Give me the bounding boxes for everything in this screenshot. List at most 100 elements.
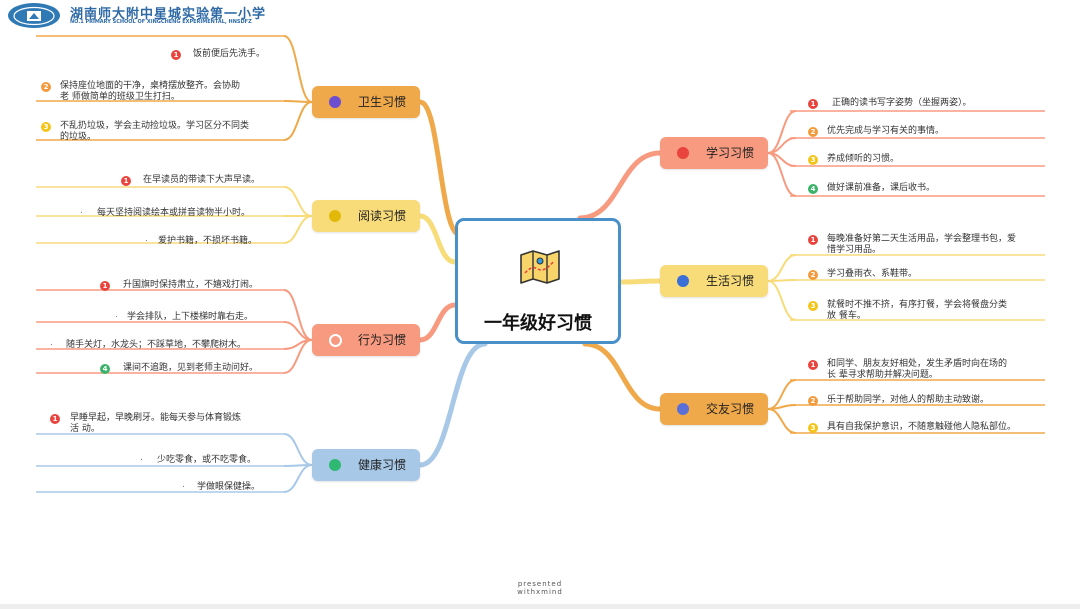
leaf-item-4-0[interactable]: 正确的读书写字姿势（坐握两姿）。 (832, 98, 972, 109)
branch-node-6[interactable]: 交友习惯 (660, 393, 768, 425)
branch-node-2[interactable]: 行为习惯 (312, 324, 420, 356)
branch-dot-icon (677, 403, 689, 415)
bullet-mark: . (115, 310, 118, 320)
leaf-connector-0-2 (283, 101, 313, 141)
school-emblem-icon (13, 6, 55, 25)
priority-badge: 1 (808, 235, 818, 245)
leaf-item-5-2[interactable]: 就餐时不推不挤，有序打餐，学会将餐盘分类放 餐车。 (827, 300, 1007, 322)
leaf-item-line: 乐于帮助同学，对他人的帮助主动致谢。 (827, 395, 990, 405)
leaf-item-0-0[interactable]: 饭前便后先洗手。 (193, 49, 265, 60)
central-topic[interactable]: 一年级好习惯 (455, 218, 621, 344)
branch-node-3[interactable]: 健康习惯 (312, 449, 420, 481)
leaf-connector-0-0 (283, 35, 313, 103)
footer-line-2: withxmind (517, 588, 563, 596)
leaf-item-2-1[interactable]: 学会排队，上下楼梯时靠右走。 (127, 312, 253, 323)
branch-label: 学习习惯 (706, 146, 755, 160)
connector-4 (577, 150, 663, 221)
leaf-item-1-1[interactable]: 每天坚持阅读绘本或拼音读物半小时。 (97, 208, 250, 219)
connector-2 (417, 302, 458, 343)
leaf-item-line: 随手关灯，水龙头；不踩草地，不攀爬树木。 (66, 340, 247, 350)
leaf-item-line: 保持座位地面的干净，桌椅摆放整齐。会协助 (60, 81, 241, 91)
priority-badge: 4 (100, 364, 110, 374)
leaf-item-line: 惜学习用品。 (827, 245, 882, 255)
central-topic-title: 一年级好习惯 (484, 313, 592, 334)
leaf-item-5-0[interactable]: 每晚准备好第二天生活用品，学会整理书包，爱惜学习用品。 (827, 234, 1016, 256)
branch-label: 行为习惯 (358, 333, 407, 347)
leaf-item-line: 早睡早起，早晚刷牙。能每天参与体育锻炼 (70, 413, 242, 423)
leaf-item-4-1[interactable]: 优先完成与学习有关的事情。 (827, 126, 944, 137)
leaf-item-line: 学习叠雨衣、系鞋带。 (827, 269, 918, 279)
leaf-item-line: 升国旗时保持肃立，不嬉戏打闹。 (123, 280, 259, 290)
branch-node-1[interactable]: 阅读习惯 (312, 200, 420, 232)
branch-label: 健康习惯 (358, 458, 407, 472)
branch-node-4[interactable]: 学习习惯 (660, 137, 768, 169)
leaf-item-6-0[interactable]: 和同学、朋友友好相处，发生矛盾时向在场的长 辈寻求帮助并解决问题。 (827, 359, 1007, 381)
bullet-mark: . (145, 234, 148, 244)
connector-1 (417, 213, 458, 265)
leaf-item-line: 做好课前准备，课后收书。 (827, 183, 936, 193)
priority-badge: 3 (41, 122, 51, 132)
leaf-item-1-2[interactable]: 爱护书籍，不损坏书籍。 (158, 236, 257, 247)
leaf-connector-5-0 (767, 254, 797, 282)
leaf-connector-4-3 (767, 152, 797, 197)
leaf-item-line: 少吃零食，或不吃零食。 (157, 455, 257, 465)
leaf-item-6-1[interactable]: 乐于帮助同学，对他人的帮助主动致谢。 (827, 395, 989, 406)
leaf-connector-3-0 (283, 433, 313, 466)
connector-6 (582, 341, 663, 412)
branch-label: 卫生习惯 (358, 95, 407, 109)
school-name-cn: 湖南师大附中星城实验第一小学 (70, 7, 267, 22)
leaf-item-0-1[interactable]: 保持座位地面的干净，桌椅摆放整齐。会协助老 师做简单的班级卫生打扫。 (60, 81, 240, 103)
bullet-mark: . (50, 338, 53, 348)
map-icon (518, 249, 562, 289)
priority-badge: 3 (808, 301, 818, 311)
leaf-item-line: 学会排队，上下楼梯时靠右走。 (127, 312, 254, 322)
priority-badge: 2 (808, 270, 818, 280)
branch-dot-icon (677, 275, 689, 287)
leaf-item-line: 每晚准备好第二天生活用品，学会整理书包，爱 (827, 234, 1017, 244)
priority-badge: 3 (808, 155, 818, 165)
leaf-item-2-2[interactable]: 随手关灯，水龙头；不踩草地，不攀爬树木。 (66, 340, 246, 351)
branch-dot-icon (329, 96, 341, 108)
school-name-en: NO.1 PRIMARY SCHOOL OF XINGCHENG EXPERIM… (70, 19, 252, 25)
branch-node-5[interactable]: 生活习惯 (660, 265, 768, 297)
connector-3 (417, 341, 488, 468)
priority-badge: 2 (808, 127, 818, 137)
connector-5 (618, 278, 663, 285)
school-logo (8, 3, 60, 28)
leaf-item-2-0[interactable]: 升国旗时保持肃立，不嬉戏打闹。 (123, 280, 258, 291)
leaf-item-line: 学做眼保健操。 (197, 482, 261, 492)
leaf-item-4-3[interactable]: 做好课前准备，课后收书。 (827, 183, 935, 194)
leaf-item-line: 优先完成与学习有关的事情。 (827, 126, 945, 136)
branch-dot-icon (329, 334, 342, 347)
bullet-mark: . (80, 206, 83, 216)
leaf-item-0-2[interactable]: 不乱扔垃圾，学会主动捡垃圾。学习区分不同类的垃圾。 (60, 121, 249, 143)
leaf-item-line: 在早读员的带读下大声早读。 (143, 175, 261, 185)
branch-dot-icon (329, 459, 341, 471)
leaf-item-5-1[interactable]: 学习叠雨衣、系鞋带。 (827, 269, 917, 280)
branch-label: 交友习惯 (706, 402, 755, 416)
leaf-item-1-0[interactable]: 在早读员的带读下大声早读。 (143, 175, 260, 186)
leaf-item-6-2[interactable]: 具有自我保护意识，不随意触碰他人隐私部位。 (827, 422, 1016, 433)
priority-badge: 1 (100, 281, 110, 291)
priority-badge: 1 (808, 99, 818, 109)
leaf-item-4-2[interactable]: 养成倾听的习惯。 (827, 154, 899, 165)
leaf-item-3-1[interactable]: 少吃零食，或不吃零食。 (157, 455, 256, 466)
priority-badge: 1 (808, 360, 818, 370)
priority-badge: 4 (808, 184, 818, 194)
leaf-item-line: 放 餐车。 (827, 311, 866, 321)
connector-0 (417, 99, 463, 238)
leaf-item-3-0[interactable]: 早睡早起，早晚刷牙。能每天参与体育锻炼活 动。 (70, 413, 241, 435)
leaf-item-3-2[interactable]: 学做眼保健操。 (197, 482, 260, 493)
leaf-item-2-3[interactable]: 课间不追跑，见到老师主动问好。 (123, 363, 258, 374)
leaf-connector-2-3 (283, 339, 313, 374)
branch-node-0[interactable]: 卫生习惯 (312, 86, 420, 118)
bullet-mark: . (140, 453, 143, 463)
bottom-scrollbar[interactable] (0, 604, 1080, 609)
branch-dot-icon (677, 147, 689, 159)
leaf-item-line: 课间不追跑，见到老师主动问好。 (123, 363, 259, 373)
leaf-item-line: 和同学、朋友友好相处，发生矛盾时向在场的 (827, 359, 1008, 369)
leaf-item-line: 具有自我保护意识，不随意触碰他人隐私部位。 (827, 422, 1017, 432)
leaf-connector-6-2 (767, 408, 797, 434)
branch-dot-icon (329, 210, 341, 222)
